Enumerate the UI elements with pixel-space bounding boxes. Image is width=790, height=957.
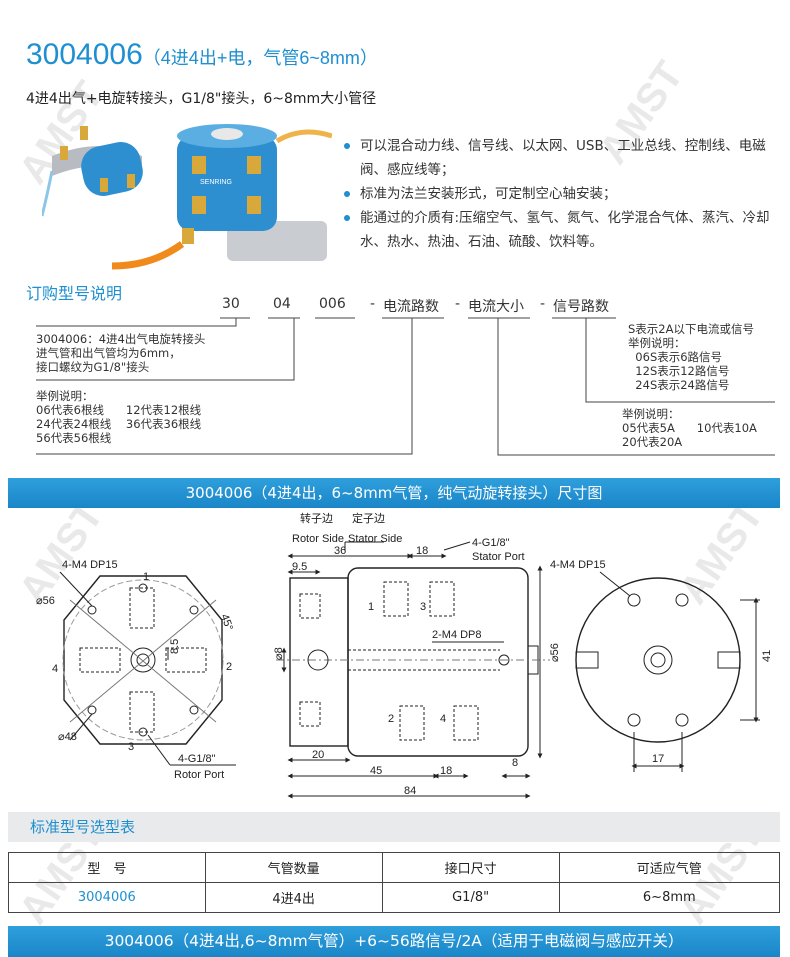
code-part-signal: 信号路数 (553, 299, 609, 315)
code-dash: - (455, 296, 461, 312)
column-header: 可适应气管 (558, 852, 781, 883)
dia8: ⌀8 (273, 647, 285, 660)
ordering-leader-lines (36, 317, 775, 456)
column-header: 接口尺寸 (381, 852, 560, 883)
left-port-sub: Rotor Port (174, 769, 224, 781)
feature-item: 标准为法兰安装形式，可定制空心轴安装； (340, 182, 770, 206)
table-row: 3004006 4进4出 G1/8" 6~8mm (8, 882, 781, 913)
page-subtitle: 4进4出气+电旋转接头，G1/8"接头，6~8mm大小管径 (26, 91, 377, 107)
feature-list: 可以混合动力线、信号线、以太网、USB、工业总线、控制线、电磁阀、感应线等； 标… (340, 134, 770, 254)
table-cell: 6~8mm (558, 882, 781, 913)
rotor-side-label: 转子边 (300, 511, 333, 525)
left-m4-label: 4-M4 DP15 (62, 559, 118, 571)
dim-45: 45 (370, 765, 382, 777)
dimension-drawing: 4-M4 DP15 ⌀56 ⌀48 45° 8.5 1 2 3 4 4-G1/8… (36, 511, 773, 799)
stator-side-label: 定子边 (352, 511, 385, 525)
table-cell: 4进4出 (204, 882, 383, 913)
dim-18-top: 18 (416, 545, 428, 557)
stator-port-label: 4-G1/8" (472, 537, 510, 549)
large-rotary-joint: SENRING (111, 124, 332, 270)
circuits-note: 举例说明： 06代表6根线 12代表12根线 24代表24根线 36代表36根线… (36, 389, 202, 445)
side-view (276, 541, 550, 799)
page-title: 3004006（4进4出+电，气管6~8mm） (26, 38, 378, 72)
dim-36: 36 (334, 545, 346, 557)
code-dash: - (370, 296, 376, 312)
model-number: 3004006 (26, 38, 143, 71)
dim-18-bottom: 18 (440, 765, 452, 777)
column-header: 型 号 (8, 852, 206, 883)
rotor-end-view (59, 571, 236, 766)
stator-end-view (575, 571, 760, 772)
left-port-4: 4 (52, 663, 58, 675)
dim-8: 8 (512, 757, 518, 769)
table-cell: G1/8" (381, 882, 560, 913)
dia56-side: ⌀56 (549, 643, 561, 662)
stator-port-en: Stator Port (472, 551, 525, 563)
column-header: 气管数量 (204, 852, 383, 883)
code-part-006: 006 (319, 296, 346, 312)
product-image: SENRING (42, 124, 332, 270)
table-header-row: 型 号 气管数量 接口尺寸 可适应气管 (8, 852, 781, 883)
side-port-3: 3 (420, 601, 426, 613)
dim-20: 20 (312, 749, 324, 761)
ordering-heading: 订购型号说明 (26, 284, 123, 303)
code-part-current: 电流大小 (468, 299, 524, 315)
left-dia48: ⌀48 (58, 731, 77, 743)
footer-section-title: 3004006（4进4出,6~8mm气管）+6~56路信号/2A（适用于电磁阀与… (8, 926, 780, 957)
right-m4-label: 4-M4 DP15 (550, 559, 606, 571)
feature-item: 能通过的介质有:压缩空气、氢气、氮气、化学混合气体、蒸汽、冷却水、热水、热油、石… (340, 206, 770, 254)
left-angle: 45° (218, 613, 235, 633)
signal-note: S表示2A以下电流或信号 举例说明： 06S表示6路信号 12S表示12路信号 … (628, 322, 754, 392)
drawing-section-title: 3004006（4进4出，6~8mm气管，纯气动旋转接头）尺寸图 (8, 478, 780, 508)
right-dim-17: 17 (652, 753, 664, 765)
right-dim-41: 41 (761, 650, 773, 662)
table-cell-model: 3004006 (8, 882, 206, 913)
small-rotary-joint (42, 126, 143, 217)
left-port-2: 2 (226, 661, 232, 673)
feature-item: 可以混合动力线、信号线、以太网、USB、工业总线、控制线、电磁阀、感应线等； (340, 134, 770, 182)
left-port-label: 4-G1/8" (178, 753, 216, 765)
model-suffix: （4进4出+电，气管6~8mm） (142, 48, 378, 68)
code-part-30: 30 (222, 296, 240, 312)
rotor-side-en: Rotor Side (292, 533, 344, 545)
left-dim-8-5: 8.5 (169, 639, 181, 654)
current-note: 举例说明： 05代表5A 10代表10A 20代表20A (622, 407, 757, 449)
selection-table-heading: 标准型号选型表 (8, 812, 780, 842)
dim-9-5: 9.5 (292, 561, 307, 573)
brand-label: SENRING (200, 179, 232, 186)
stator-side-en: Stator Side (348, 533, 402, 545)
model-note: 3004006：4进4出气电旋转接头 进气管和出气管均为6mm， 接口螺纹为G1… (36, 332, 206, 374)
side-port-2: 2 (388, 713, 394, 725)
side-port-1: 1 (368, 601, 374, 613)
code-part-04: 04 (273, 296, 291, 312)
code-part-circuits: 电流路数 (383, 299, 439, 315)
left-port-3: 3 (128, 741, 134, 753)
side-port-4: 4 (440, 713, 446, 725)
left-port-1: 1 (143, 571, 149, 583)
code-dash: - (540, 296, 546, 312)
m4-dp8-label: 2-M4 DP8 (432, 629, 482, 641)
selection-table: 型 号 气管数量 接口尺寸 可适应气管 3004006 4进4出 G1/8" 6… (8, 852, 781, 913)
dim-84: 84 (404, 785, 416, 797)
left-dia56: ⌀56 (36, 595, 55, 607)
